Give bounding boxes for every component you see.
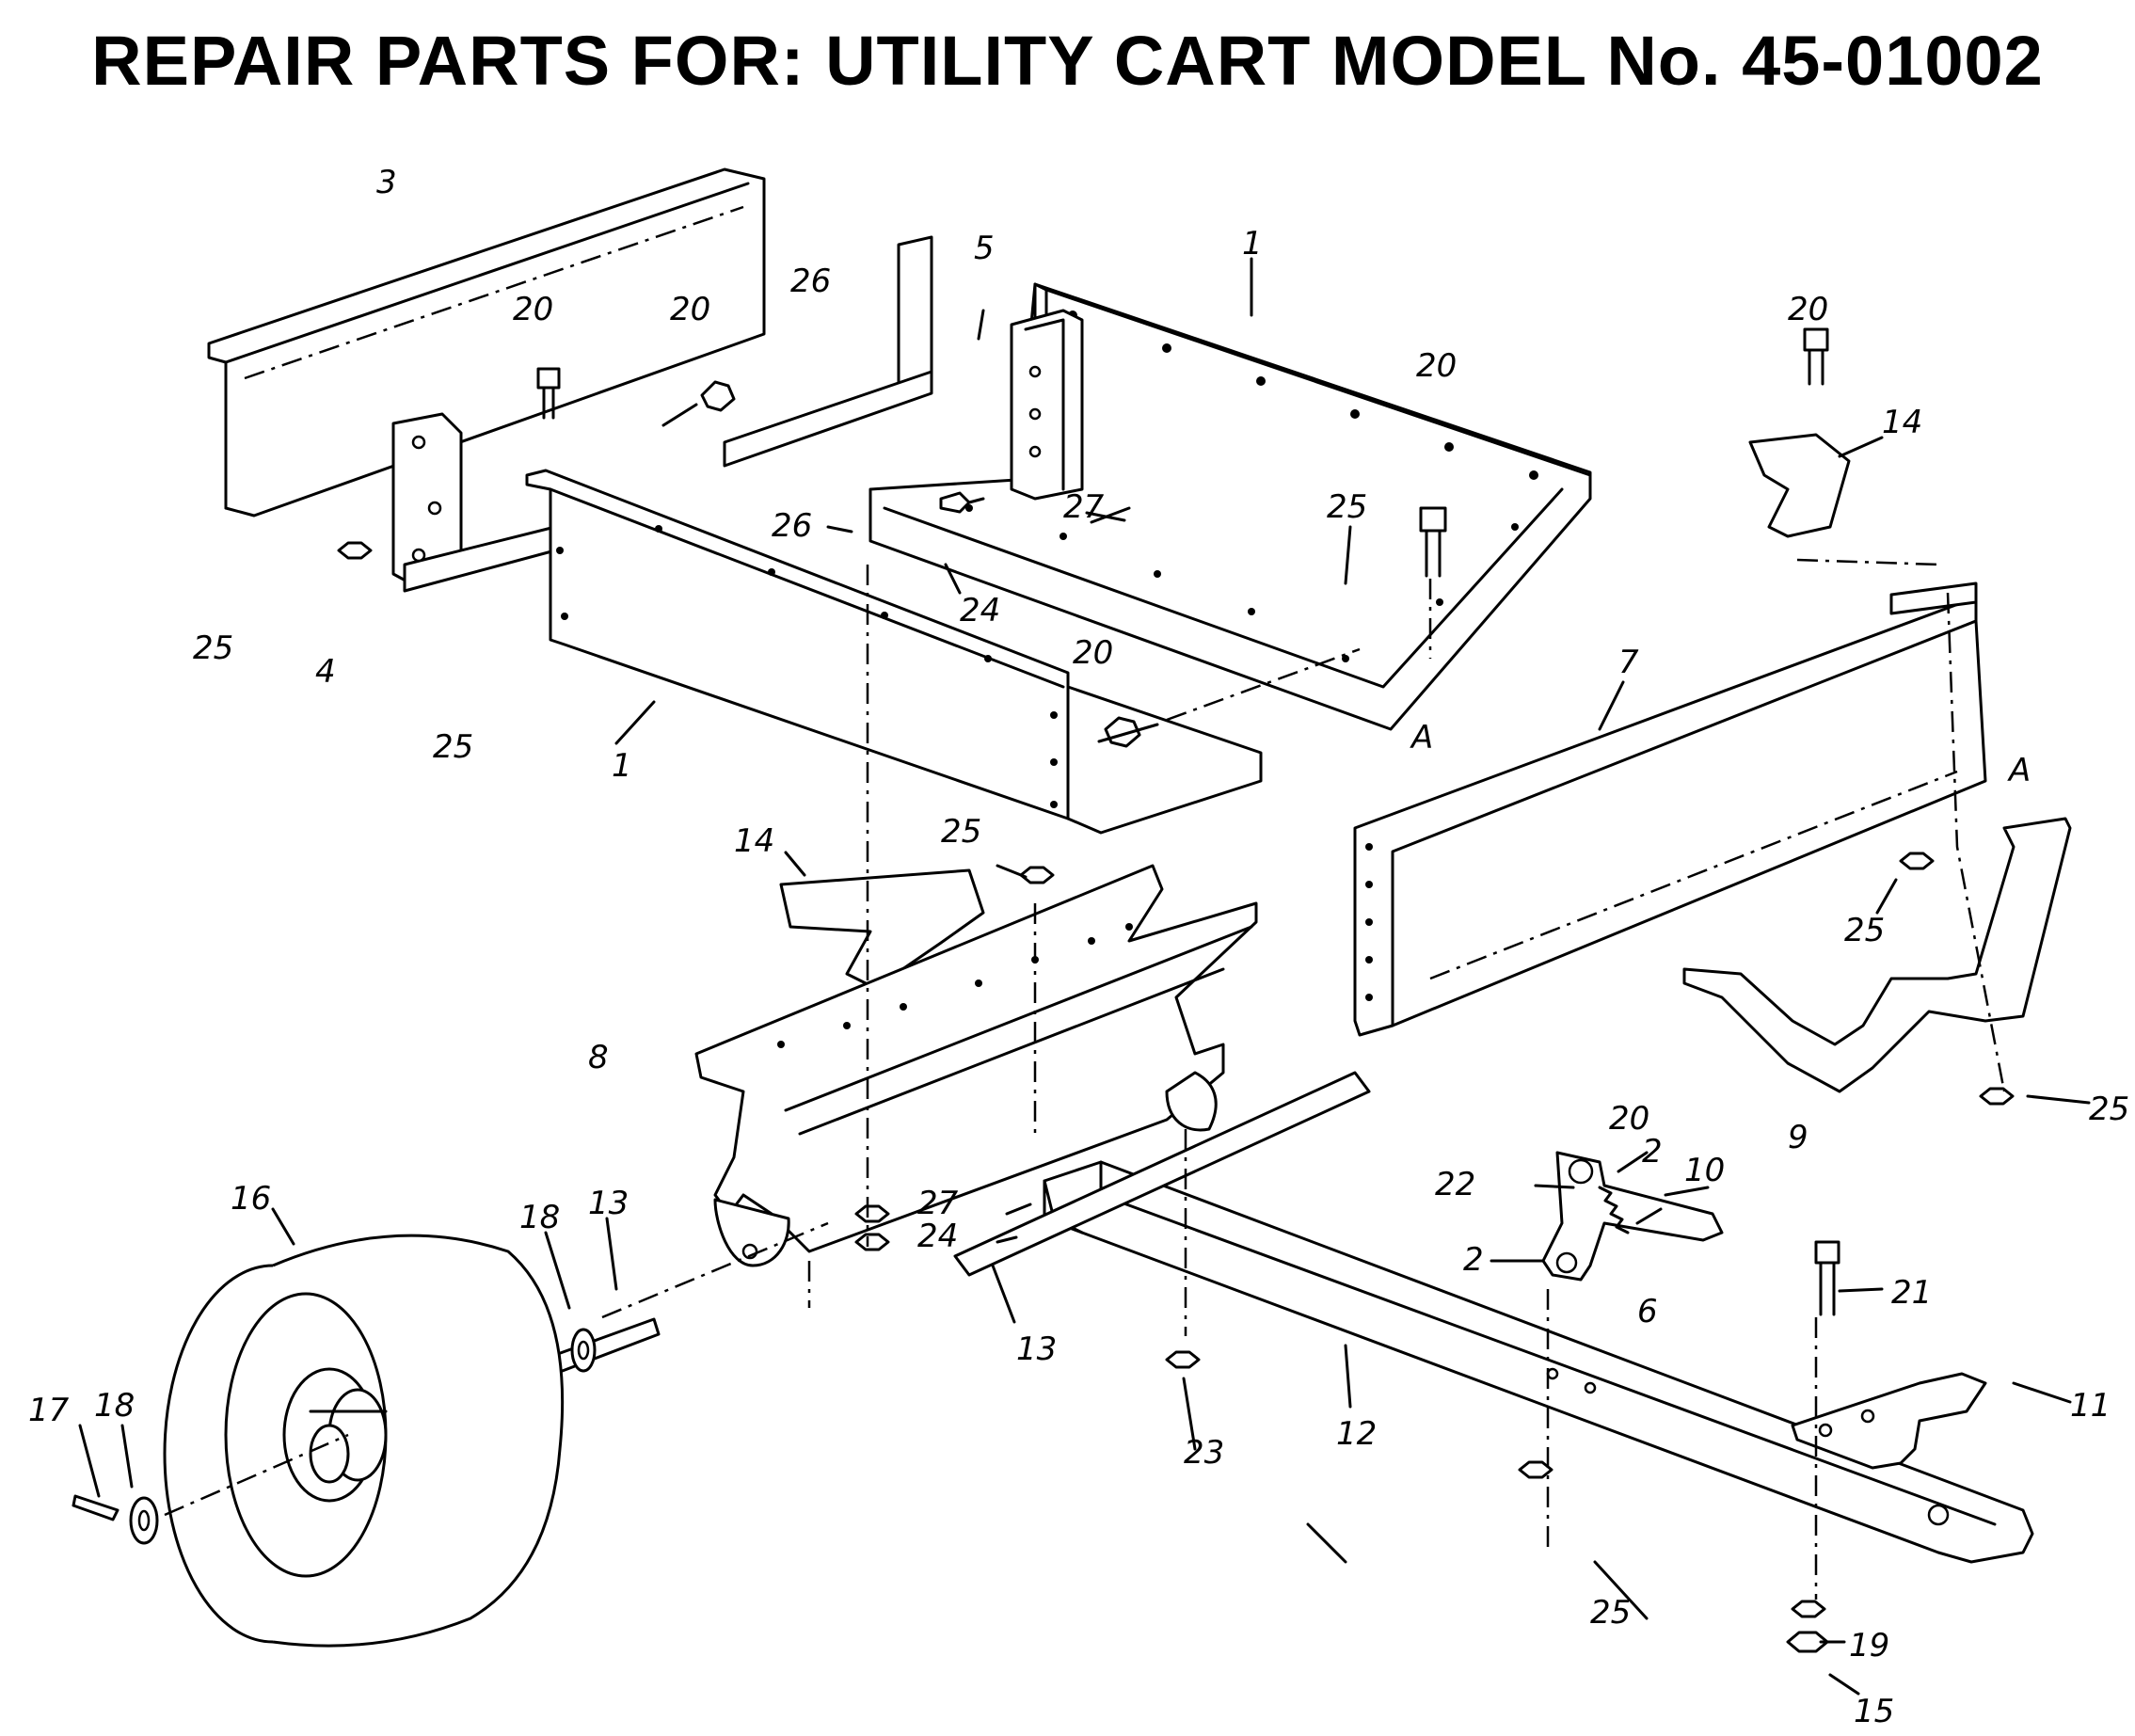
callout-24-lower: 24 [917,1218,958,1255]
callout-20-b: 20 [670,291,710,328]
callout-13-lower: 13 [1016,1330,1057,1368]
callout-5: 5 [974,230,995,267]
callout-6: 6 [1637,1293,1658,1330]
callout-25-b: 25 [433,728,473,766]
callout-1-upper: 1 [1242,225,1263,263]
part-8-frame [694,864,1258,1267]
callout-11: 11 [2070,1387,2111,1425]
callout-20-f: 20 [1609,1100,1649,1138]
callout-8: 8 [588,1039,609,1076]
part-7-side-rail [1353,581,1987,1037]
callout-3: 3 [376,164,397,201]
callout-1-lower: 1 [612,747,632,785]
callout-7: 7 [1618,644,1639,681]
part-9-hitch-bracket [1682,817,2072,1093]
callout-25-f: 25 [2089,1091,2129,1128]
part-16-wheel [163,1234,565,1648]
callout-22: 22 [1435,1166,1475,1203]
part-5-stakes [723,235,1084,501]
callout-26-upper: 26 [790,263,831,300]
callout-17: 17 [28,1392,70,1429]
callout-27-upper: 27 [1063,488,1105,526]
part-3-end-panel [207,167,766,518]
callout-18-left: 18 [94,1387,135,1425]
callout-a-bracket: A [2007,752,2031,789]
callout-20-d: 20 [1788,291,1828,328]
callout-26-lower: 26 [772,507,812,545]
callout-16: 16 [231,1180,271,1218]
part-4-bracket [337,367,736,593]
callout-25-a: 25 [193,629,233,667]
callout-27-lower: 27 [917,1185,959,1222]
callout-13-upper: 13 [588,1185,629,1222]
callout-10: 10 [1684,1152,1725,1189]
callout-19: 19 [1849,1627,1889,1664]
assembly-lines [164,558,2006,1600]
callout-23: 23 [1184,1434,1224,1472]
leader-lines [78,257,2091,1696]
callout-24-upper: 24 [960,592,1000,629]
callout-2-lower: 2 [1463,1241,1484,1279]
callout-25-g: 25 [1590,1594,1631,1632]
page-title: REPAIR PARTS FOR: UTILITY CART MODEL No.… [91,22,2044,100]
callout-9: 9 [1788,1119,1808,1156]
callout-20-a: 20 [513,291,553,328]
callout-14-lower: 14 [734,822,774,860]
callout-15: 15 [1854,1693,1894,1730]
callout-12: 12 [1336,1415,1377,1453]
callout-20-e: 20 [1073,634,1113,672]
callout-a-bed: A [1410,719,1433,757]
callout-25-d: 25 [941,813,981,851]
callout-21: 21 [1891,1274,1932,1312]
part-10-lever-assembly [1541,1151,1724,1282]
hardware [72,327,2015,1653]
callout-4: 4 [315,653,336,691]
part-11-clamp [1791,1372,1987,1470]
callout-labels: 1 1 2 2 3 4 5 6 7 8 9 10 11 12 13 13 14 … [28,164,2129,1730]
callout-25-e: 25 [1844,912,1885,949]
callout-2-upper: 2 [1642,1133,1663,1171]
callout-14-upper: 14 [1882,404,1922,441]
callout-20-c: 20 [1416,347,1457,385]
callout-25-c: 25 [1327,488,1367,526]
callout-18-right: 18 [519,1199,560,1236]
